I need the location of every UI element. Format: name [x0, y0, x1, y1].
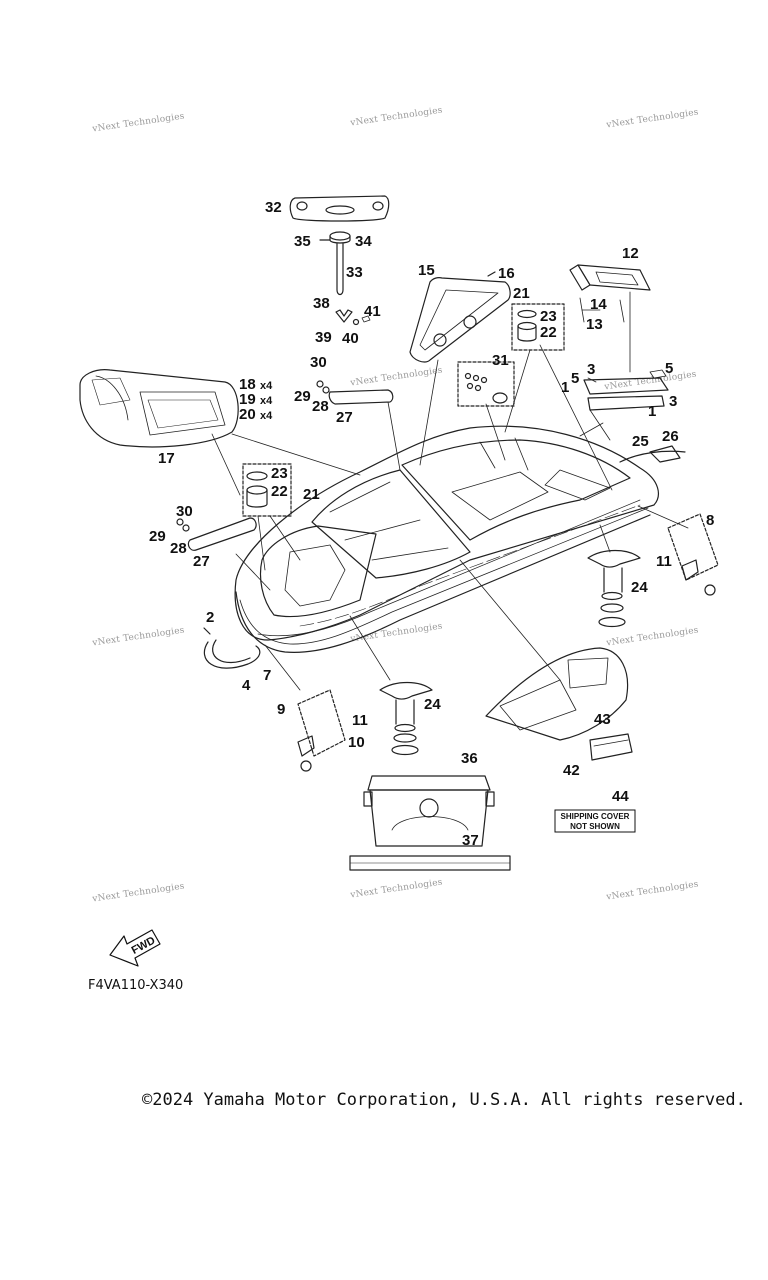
callout-35: 35 — [294, 233, 311, 250]
callout-17: 17 — [158, 450, 175, 467]
callout-39: 39 — [315, 329, 332, 346]
callout-26: 26 — [662, 428, 679, 445]
callout-28: 28 — [312, 398, 329, 415]
callout-labels: 32 35 34 33 38 41 39 40 15 16 12 14 13 2… — [149, 199, 714, 849]
callout-20: 20 — [239, 406, 256, 423]
callout-31: 31 — [492, 352, 509, 369]
callout-28b: 28 — [170, 540, 187, 557]
callout-3b: 3 — [669, 393, 677, 410]
grab-handle-lower — [176, 517, 257, 551]
tube — [349, 855, 511, 871]
callout-29: 29 — [294, 388, 311, 405]
shipping-note: SHIPPING COVER NOT SHOWN — [554, 809, 636, 833]
callout-24b: 24 — [631, 579, 648, 596]
callout-43: 43 — [594, 711, 611, 728]
callout-22: 22 — [540, 324, 557, 341]
callout-42: 42 — [563, 762, 580, 779]
cup-holder-upper — [511, 303, 565, 351]
cooler — [363, 775, 495, 847]
callout-32: 32 — [265, 199, 282, 216]
callout-27b: 27 — [193, 553, 210, 570]
accessory-box — [457, 361, 515, 407]
tow-eye-rear — [667, 513, 719, 596]
callout-21b: 21 — [303, 486, 320, 503]
qty-18: x4 — [260, 380, 273, 392]
callout-19: 19 — [239, 391, 256, 408]
callout-34: 34 — [355, 233, 372, 250]
diagram-code: F4VA110-X340 — [88, 978, 184, 993]
callout-16: 16 — [498, 265, 515, 282]
callout-25: 25 — [632, 433, 649, 450]
callout-21: 21 — [513, 285, 530, 302]
callout-1: 1 — [561, 379, 569, 396]
callout-37: 37 — [462, 832, 479, 849]
tow-eye-front — [297, 689, 346, 772]
callout-14: 14 — [590, 296, 607, 313]
callout-10: 10 — [348, 734, 365, 751]
callout-38: 38 — [313, 295, 330, 312]
qty-20: x4 — [260, 410, 273, 422]
console-panel — [409, 271, 511, 363]
callout-8: 8 — [706, 512, 714, 529]
callout-12: 12 — [622, 245, 639, 262]
boat-hull — [234, 425, 659, 653]
rail-assembly — [583, 369, 669, 411]
grab-handle-upper — [316, 380, 394, 405]
callout-40: 40 — [342, 330, 359, 347]
fwd-arrow-icon: FWD — [109, 929, 161, 967]
cup-holder-lower — [242, 463, 292, 517]
callout-18: 18 — [239, 376, 256, 393]
callout-1b: 1 — [648, 403, 656, 420]
callout-30: 30 — [310, 354, 327, 371]
qty-19: x4 — [260, 395, 273, 407]
leader-lines — [211, 291, 689, 691]
inset-bow-locker — [79, 369, 239, 448]
shipping-note-line1: SHIPPING COVER — [561, 812, 630, 821]
callout-30b: 30 — [176, 503, 193, 520]
strap — [619, 445, 686, 463]
callout-7: 7 — [263, 667, 271, 684]
callout-29b: 29 — [149, 528, 166, 545]
cleat-front — [379, 681, 433, 756]
callout-23: 23 — [540, 308, 557, 325]
callout-23b: 23 — [271, 465, 288, 482]
bracket-assembly — [569, 264, 651, 323]
bow-rope — [203, 627, 261, 669]
callout-24: 24 — [424, 696, 441, 713]
callout-41: 41 — [364, 303, 381, 320]
callout-22b: 22 — [271, 483, 288, 500]
callout-27: 27 — [336, 409, 353, 426]
shipping-note-line2: NOT SHOWN — [570, 822, 620, 831]
callout-15: 15 — [418, 262, 435, 279]
callout-44: 44 — [612, 788, 629, 805]
hatch-lid — [289, 195, 390, 326]
callout-11b: 11 — [656, 553, 672, 570]
callout-13: 13 — [586, 316, 603, 333]
callout-33: 33 — [346, 264, 363, 281]
callout-36: 36 — [461, 750, 478, 767]
inset-side-panel — [485, 647, 633, 761]
callout-9: 9 — [277, 701, 285, 718]
callout-5b: 5 — [665, 360, 673, 377]
cleat-rear — [587, 549, 641, 628]
callout-2: 2 — [206, 609, 214, 626]
callout-3: 3 — [587, 361, 595, 378]
callout-11: 11 — [352, 712, 368, 729]
callout-5: 5 — [571, 370, 579, 387]
callout-4: 4 — [242, 677, 251, 694]
copyright-text: ©2024 Yamaha Motor Corporation, U.S.A. A… — [142, 1090, 746, 1110]
